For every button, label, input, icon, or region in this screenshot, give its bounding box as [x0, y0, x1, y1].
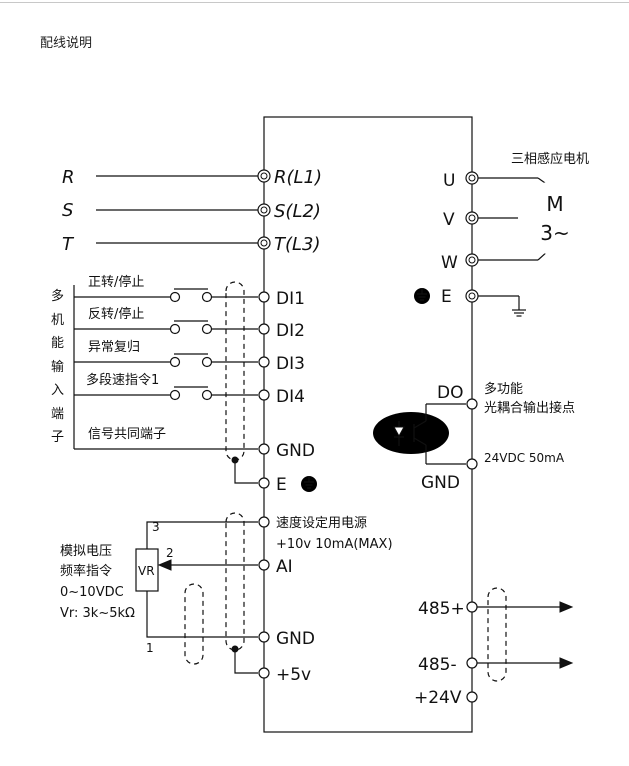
di4-circuit: 多段速指令1 DI4 — [74, 372, 305, 407]
terminal-label: R(L1) — [274, 167, 322, 188]
vr-pin-label: 1 — [146, 641, 154, 655]
svg-text:机: 机 — [51, 313, 64, 328]
terminal-label: GND — [276, 629, 315, 649]
vr-pin-label: 2 — [166, 546, 174, 560]
di-common-label: 信号共同端子 — [88, 427, 166, 442]
di-group-label: 多 机 能 输 入 端 子 — [51, 288, 64, 445]
svg-text:多: 多 — [51, 288, 64, 304]
svg-text:频率指令: 频率指令 — [60, 563, 112, 579]
di-function-label: 多段速指令1 — [86, 372, 159, 388]
terminal-label: DI4 — [276, 387, 305, 407]
analog-desc: 模拟电压 频率指令 0~10VDC Vr: 3k~5kΩ — [60, 544, 135, 621]
terminal-label: E — [276, 475, 287, 495]
terminal-label: W — [441, 253, 458, 273]
terminal-label: DI3 — [276, 354, 305, 374]
do-rating: 24VDC 50mA — [484, 451, 565, 465]
ground-icon — [414, 288, 430, 304]
supply-desc: 速度设定用电源 — [276, 515, 367, 531]
supply-terminal: 速度设定用电源 +10v 10mA(MAX) — [258, 515, 393, 552]
ground-terminal: E — [414, 287, 526, 317]
di2-circuit: 反转/停止 DI2 — [74, 306, 305, 341]
svg-text:输: 输 — [51, 359, 64, 375]
svg-text:端: 端 — [51, 407, 64, 422]
vr-label: VR — [138, 564, 155, 578]
ground-icon — [301, 476, 317, 492]
terminal-label: DI2 — [276, 321, 305, 341]
di1-circuit: 正转/停止 DI1 — [74, 274, 305, 309]
ai-terminal: AI — [258, 557, 293, 577]
motor-terminal-w: W — [441, 250, 549, 273]
rs485-minus: 485- — [418, 655, 574, 675]
svg-text:模拟电压: 模拟电压 — [60, 544, 112, 559]
power-line-label: S — [62, 200, 73, 221]
plus24v-terminal: +24V — [414, 688, 478, 708]
terminal-label: 485+ — [418, 599, 465, 619]
vr-pin-label: 3 — [152, 520, 160, 534]
di-function-label: 正转/停止 — [88, 274, 144, 290]
do-gnd-terminal: 24VDC 50mA GND — [421, 451, 565, 493]
terminal-label: GND — [276, 441, 315, 461]
plus5-terminal: +5v — [258, 665, 311, 685]
terminal-label: T(L3) — [274, 234, 321, 255]
terminal-label: AI — [276, 557, 293, 577]
di-function-label: 反转/停止 — [88, 306, 144, 322]
top-rule — [0, 2, 629, 3]
motor-symbol-m: M — [546, 192, 563, 216]
power-input-r: R R(L1) — [62, 167, 322, 188]
terminal-r — [257, 169, 271, 183]
power-line-label: T — [62, 234, 75, 255]
analog-gnd-terminal: GND — [258, 629, 315, 649]
terminal-label: 485- — [418, 655, 457, 675]
motor-terminal-u: U — [443, 171, 549, 191]
svg-text:入: 入 — [51, 383, 64, 398]
potentiometer: VR 3 2 1 — [135, 520, 258, 655]
terminal-label: +24V — [414, 688, 462, 708]
terminal-label: GND — [421, 473, 460, 493]
terminal-label: V — [443, 210, 455, 230]
switch-contact — [169, 291, 181, 303]
di-function-label: 异常复归 — [88, 340, 140, 355]
rs485-cable-shield — [487, 587, 507, 682]
terminal-label: +5v — [276, 665, 311, 685]
svg-text:0~10VDC: 0~10VDC — [60, 585, 124, 600]
vr-cable-shield — [184, 583, 204, 665]
terminal-label: S(L2) — [274, 201, 321, 222]
terminal-t — [257, 236, 271, 250]
analog-cable-shield — [225, 512, 245, 651]
motor-terminal-v: V — [443, 210, 519, 230]
terminal-s — [257, 203, 271, 217]
optocoupler — [373, 403, 466, 465]
motor-symbol-phase: 3~ — [540, 221, 569, 245]
terminal-label: U — [443, 171, 455, 191]
power-input-t: T T(L3) — [62, 234, 321, 255]
power-input-s: S S(L2) — [62, 200, 321, 222]
supply-desc: +10v 10mA(MAX) — [276, 537, 393, 552]
di-common-circuit: 信号共同端子 GND — [74, 427, 315, 461]
switch-contact — [201, 291, 213, 303]
page-title: 配线说明 — [40, 36, 93, 51]
do-terminal: DO 多功能 光耦合输出接点 — [437, 381, 575, 416]
drive-box — [263, 116, 473, 733]
svg-text:能: 能 — [51, 336, 64, 351]
terminal-label: E — [441, 287, 452, 307]
di-shield-terminal: E — [258, 475, 317, 495]
di-cable-shield — [225, 281, 245, 461]
do-desc: 多功能 — [484, 381, 523, 397]
motor-label: 三相感应电机 — [511, 151, 589, 167]
svg-text:子: 子 — [51, 430, 64, 445]
di3-circuit: 异常复归 DI3 — [74, 340, 305, 374]
svg-text:Vr: 3k~5kΩ: Vr: 3k~5kΩ — [60, 606, 135, 621]
motor-symbol: M 3~ — [518, 181, 592, 255]
terminal-label: DO — [437, 383, 463, 403]
rs485-plus: 485+ — [418, 599, 574, 619]
terminal-label: DI1 — [276, 289, 305, 309]
do-desc: 光耦合输出接点 — [484, 400, 575, 416]
power-line-label: R — [62, 167, 75, 188]
